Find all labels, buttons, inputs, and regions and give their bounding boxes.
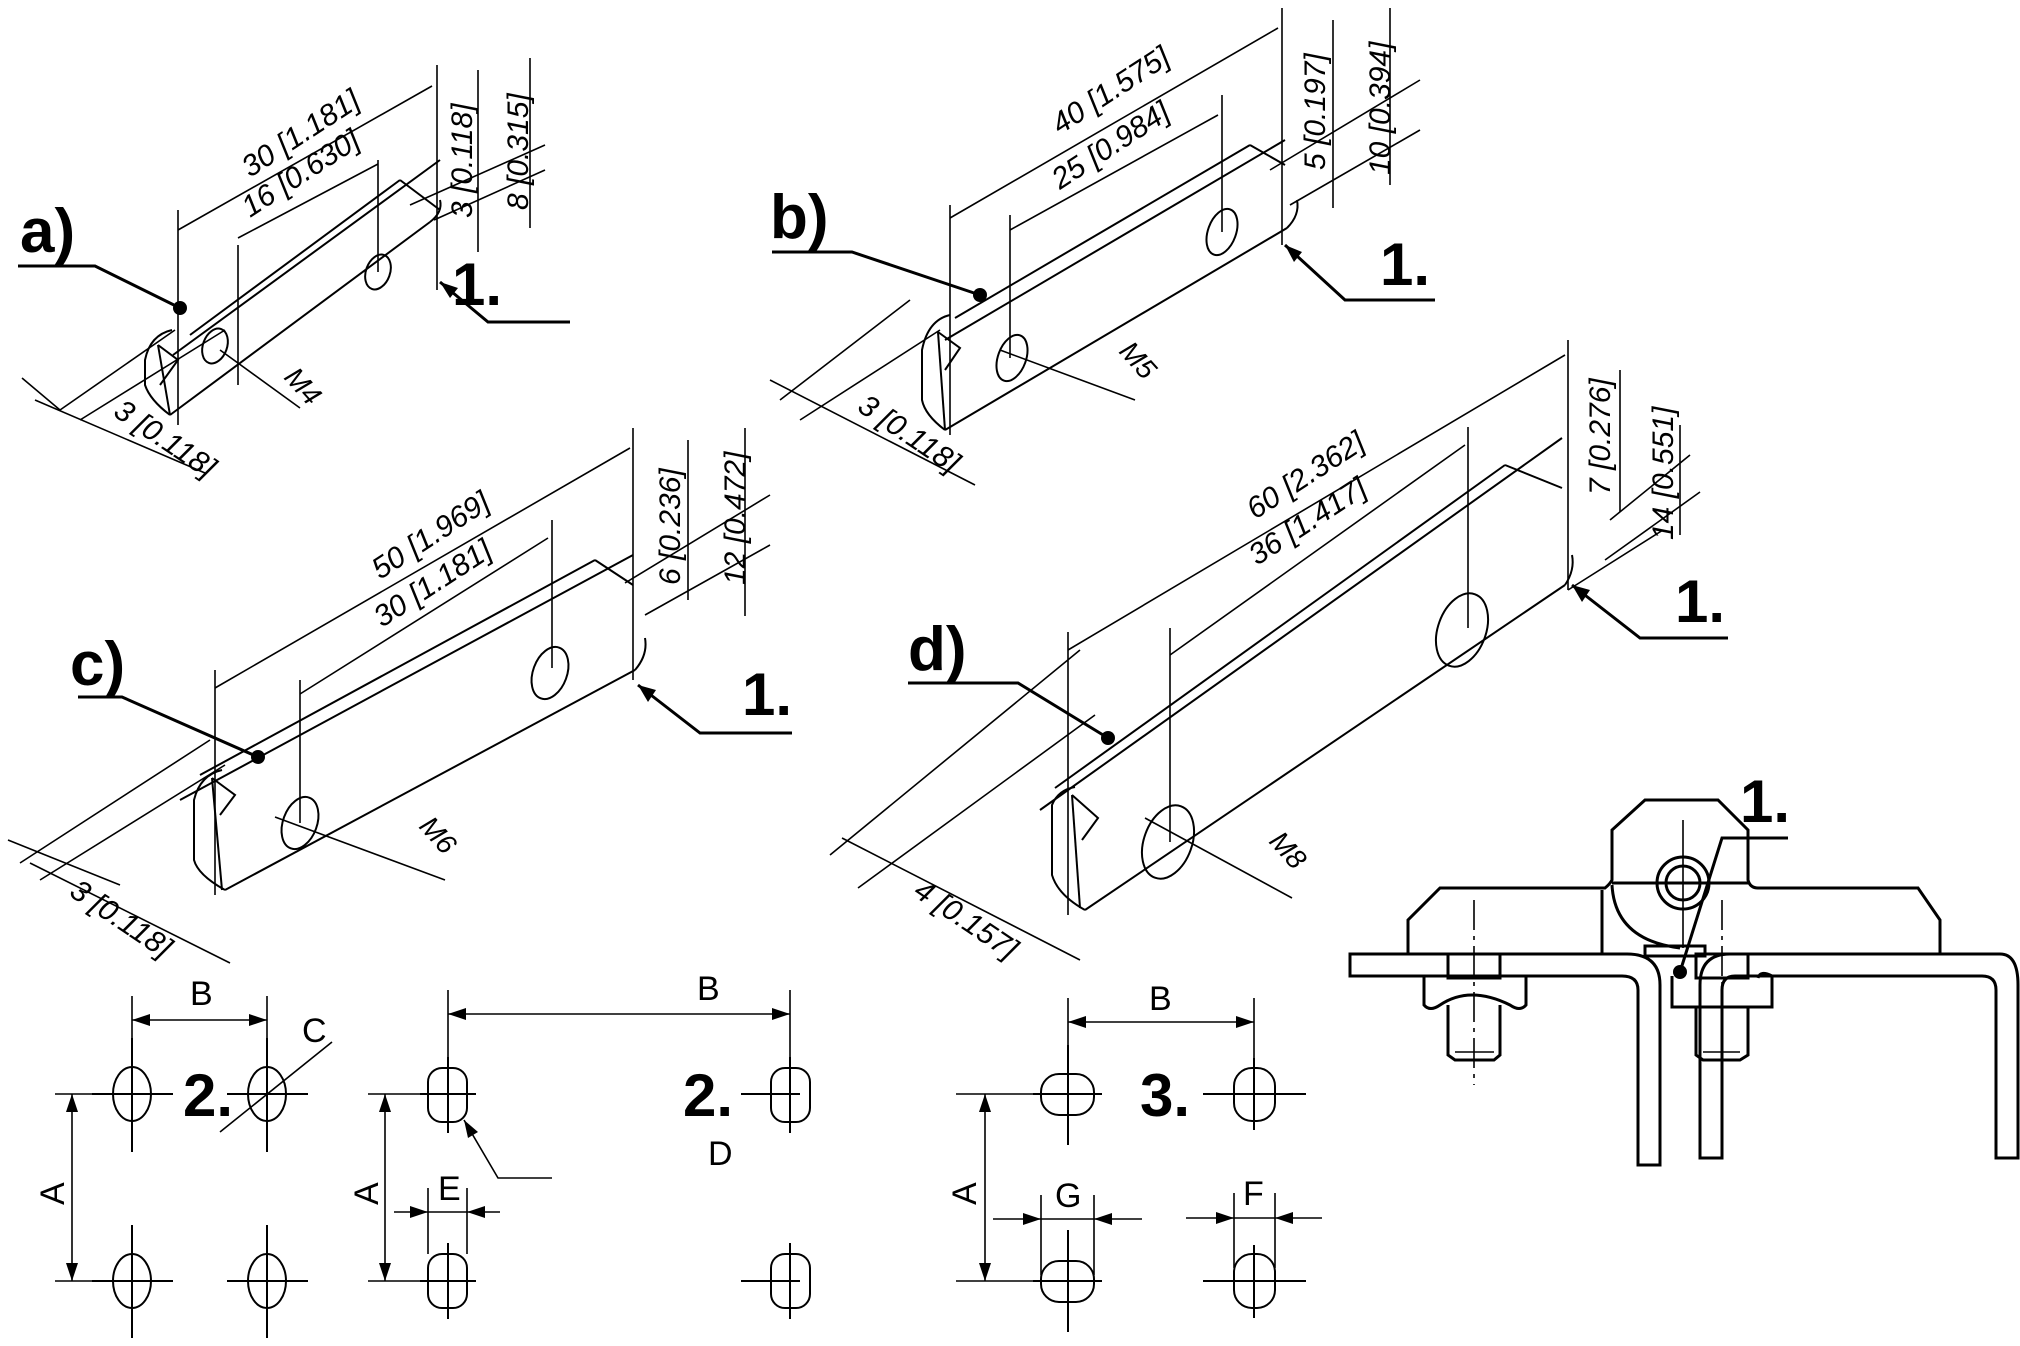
dim-label-b: B [1149, 980, 1172, 1018]
dim-height: 10 [0.394] [1364, 41, 1397, 175]
callout-leader [1678, 836, 1788, 973]
variant-label: d) [908, 615, 967, 684]
pattern-number: 2. [183, 1062, 233, 1129]
dim-hole-offset: 7 [0.276] [1584, 378, 1617, 495]
dimension-lines [55, 996, 333, 1282]
callout-number: 1. [1380, 231, 1430, 298]
dim-label-g: G [1055, 1177, 1081, 1215]
callout-leader [1571, 583, 1728, 640]
dim-label-c: C [302, 1012, 327, 1050]
dim-label-f: F [1243, 1175, 1264, 1213]
label-leader [18, 264, 181, 310]
clamp-body [1406, 798, 1942, 954]
callout-number: 1. [452, 251, 502, 318]
dimension-lines [956, 998, 1322, 1282]
label-leader [908, 681, 1109, 740]
bar-outline [144, 159, 442, 416]
hole-pattern-round: B A C 2. [34, 975, 333, 1338]
thread-size: M5 [1114, 335, 1163, 385]
pattern-number: 3. [1140, 1062, 1190, 1129]
hole-pattern-square: B A D E 2. [348, 970, 811, 1319]
callout-leader [439, 280, 570, 324]
label-leader [772, 250, 981, 297]
dim-hole-offset: 5 [0.197] [1299, 53, 1332, 170]
dim-hole-offset: 3 [0.118] [446, 103, 479, 218]
dim-thickness: 3 [0.118] [64, 873, 178, 965]
dim-height: 14 [0.551] [1647, 406, 1680, 540]
dim-label-e: E [438, 1170, 461, 1208]
variant-b: b) 1. 40 [1.575] 25 [0.984] 5 [0.197] 10… [769, 8, 1435, 486]
variant-d: d) 1. 60 [2.362] 36 [1.417] 7 [0.276] 14… [829, 340, 1728, 966]
callout-number: 1. [1740, 768, 1790, 835]
thread-size: M4 [279, 361, 328, 411]
dimension-lines [7, 428, 771, 964]
callout-arrow [1285, 245, 1302, 262]
callout-arrow [638, 685, 656, 702]
variant-label: c) [70, 630, 125, 699]
bolt-left [1422, 900, 1528, 1085]
hole-pattern-slot: B A G F 3. [946, 980, 1322, 1332]
dim-thickness: 4 [0.157] [908, 873, 1024, 966]
dim-label-a: A [34, 1182, 72, 1205]
variant-label: b) [770, 183, 829, 252]
leader-dot [973, 288, 987, 302]
callout-leader [637, 683, 792, 735]
variant-label: a) [20, 197, 75, 266]
holes [1033, 1045, 1306, 1332]
callout-number: 1. [1675, 568, 1725, 635]
dim-height: 8 [0.315] [502, 93, 535, 210]
dim-label-a: A [348, 1182, 386, 1205]
dim-hole-offset: 6 [0.236] [654, 468, 687, 585]
callout-leader [1283, 243, 1435, 302]
thread-size: M8 [1264, 825, 1313, 875]
callout-arrow [440, 282, 458, 298]
clamp-foot [1643, 944, 1707, 958]
thread-size: M6 [414, 810, 463, 860]
dim-label-d: D [708, 1135, 733, 1173]
dimension-lines [368, 990, 791, 1282]
sheet-left [1348, 952, 1662, 1167]
callout-arrow [1572, 585, 1590, 602]
dim-label-b: B [697, 970, 720, 1008]
bar-outline [179, 554, 647, 891]
dimension-lines [829, 340, 1701, 961]
pattern-number: 2. [683, 1062, 733, 1129]
leader-dot [173, 301, 187, 315]
variant-a: a) 1. 30 [1.181] 16 [0.630] 3 [0.118] 8 … [18, 58, 570, 485]
holes [420, 1057, 811, 1319]
label-leader [78, 695, 259, 759]
dim-label-a: A [946, 1182, 984, 1205]
callout-number: 1. [742, 661, 792, 728]
dim-height: 12 [0.472] [719, 451, 752, 585]
bar-outline [1039, 437, 1574, 911]
dim-label-b: B [190, 975, 213, 1013]
leader-dot [251, 750, 265, 764]
variant-c: c) 1. 50 [1.969] 30 [1.181] 6 [0.236] 12… [7, 428, 792, 965]
dimension-lines [21, 58, 546, 474]
dim-thickness: 3 [0.118] [852, 388, 966, 480]
bar-outline [921, 139, 1299, 431]
dimension-lines [769, 8, 1421, 486]
leader-dot [1101, 731, 1115, 745]
bolt-right [1670, 900, 1774, 1085]
leader-dot [1673, 965, 1687, 979]
assembly-section: 1. [1348, 768, 2020, 1167]
